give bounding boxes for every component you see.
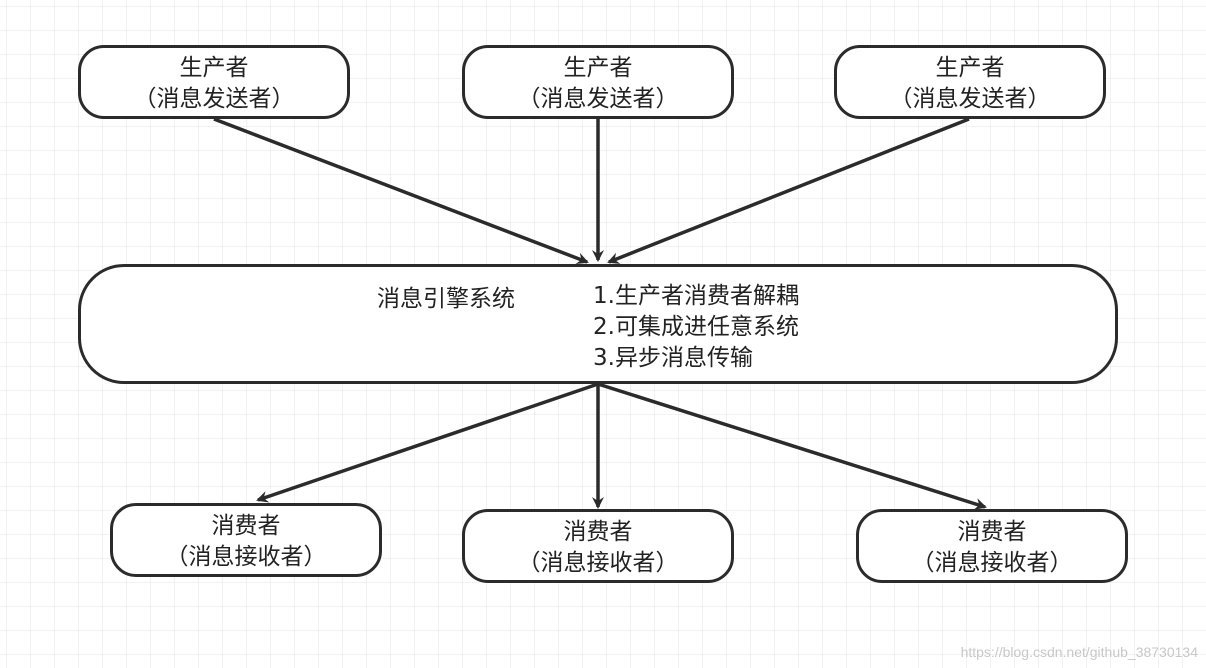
producer-node-2[interactable]: 生产者 （消息发送者） [462, 45, 734, 119]
producer-sublabel: （消息发送者） [517, 86, 679, 112]
consumer-sublabel: （消息接收者） [517, 550, 679, 576]
arrow-engine-to-consumer-1 [256, 382, 599, 503]
producer-label: 生产者 [935, 55, 1005, 81]
consumer-node-3[interactable]: 消费者 （消息接收者） [856, 509, 1128, 583]
consumer-label: 消费者 [563, 519, 633, 545]
engine-feature-item: 1.生产者消费者解耦 [593, 283, 799, 309]
arrow-engine-to-consumer-3 [597, 382, 987, 510]
arrow-producer-3-to-engine [607, 117, 970, 264]
producer-node-3[interactable]: 生产者 （消息发送者） [834, 45, 1106, 119]
engine-feature-item: 2.可集成进任意系统 [593, 314, 799, 340]
consumer-sublabel: （消息接收者） [911, 550, 1073, 576]
arrow-producer-1-to-engine [213, 117, 589, 265]
consumer-label: 消费者 [211, 513, 281, 539]
engine-feature-list: 1.生产者消费者解耦 2.可集成进任意系统 3.异步消息传输 [593, 281, 799, 374]
watermark-text: https://blog.csdn.net/github_38730134 [960, 644, 1198, 660]
engine-title: 消息引擎系统 [377, 286, 515, 312]
producer-label: 生产者 [563, 55, 633, 81]
producer-sublabel: （消息发送者） [133, 86, 295, 112]
producer-label: 生产者 [179, 55, 249, 81]
consumer-node-2[interactable]: 消费者 （消息接收者） [462, 509, 734, 583]
producer-node-1[interactable]: 生产者 （消息发送者） [78, 45, 350, 119]
engine-feature-item: 3.异步消息传输 [593, 345, 753, 371]
producer-sublabel: （消息发送者） [889, 86, 1051, 112]
message-engine-node[interactable]: 消息引擎系统 1.生产者消费者解耦 2.可集成进任意系统 3.异步消息传输 [78, 264, 1118, 384]
consumer-sublabel: （消息接收者） [165, 544, 327, 570]
consumer-node-1[interactable]: 消费者 （消息接收者） [110, 503, 382, 577]
consumer-label: 消费者 [957, 519, 1027, 545]
